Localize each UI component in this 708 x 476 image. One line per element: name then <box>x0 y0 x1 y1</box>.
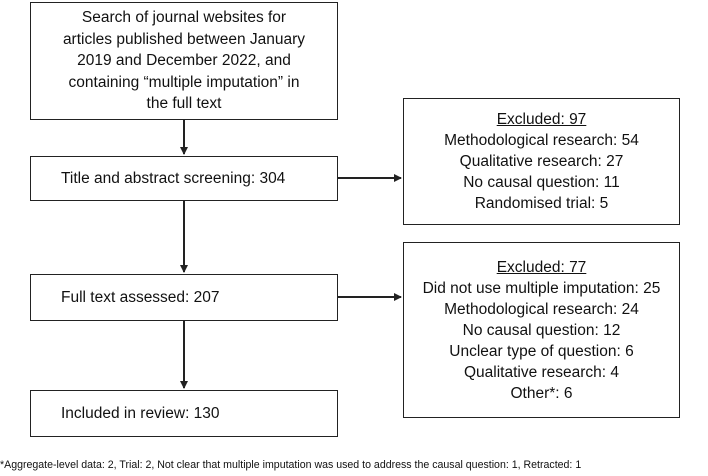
search-box: Search of journal websites for articles … <box>30 2 338 120</box>
search-line: 2019 and December 2022, and <box>77 52 291 70</box>
title-screening-label: Title and abstract screening: 304 <box>61 170 286 187</box>
included-box: Included in review: 130 <box>30 390 338 437</box>
title-screening-box: Title and abstract screening: 304 <box>30 156 338 201</box>
excluded-2-item: Did not use multiple imputation: 25 <box>422 279 661 297</box>
excluded-1-item: No causal question: 11 <box>463 174 620 191</box>
included-label: Included in review: 130 <box>61 405 220 422</box>
search-line: containing “multiple imputation” in <box>68 73 300 91</box>
full-text-box: Full text assessed: 207 <box>30 274 338 321</box>
excluded-1-item: Qualitative research: 27 <box>459 153 624 170</box>
excluded-2-item: Qualitative research: 4 <box>463 363 620 381</box>
excluded-2-item: No causal question: 12 <box>462 321 621 339</box>
excluded-1-heading: Excluded: 97 <box>496 111 587 128</box>
excluded-box-2: Excluded: 77 Did not use multiple imputa… <box>403 242 680 418</box>
full-text-label: Full text assessed: 207 <box>61 289 220 306</box>
excluded-1-item: Randomised trial: 5 <box>474 195 609 212</box>
excluded-1-item: Methodological research: 54 <box>444 132 639 149</box>
search-line: the full text <box>146 95 222 113</box>
excluded-2-heading: Excluded: 77 <box>496 258 587 276</box>
excluded-2-item: Methodological research: 24 <box>444 300 639 318</box>
search-line: articles published between January <box>62 30 306 48</box>
excluded-2-item: Other*: 6 <box>510 384 573 402</box>
excluded-2-item: Unclear type of question: 6 <box>449 342 634 360</box>
excluded-box-1: Excluded: 97 Methodological research: 54… <box>403 98 680 225</box>
footnote: *Aggregate-level data: 2, Trial: 2, Not … <box>0 459 582 471</box>
search-line: Search of journal websites for <box>81 9 287 27</box>
